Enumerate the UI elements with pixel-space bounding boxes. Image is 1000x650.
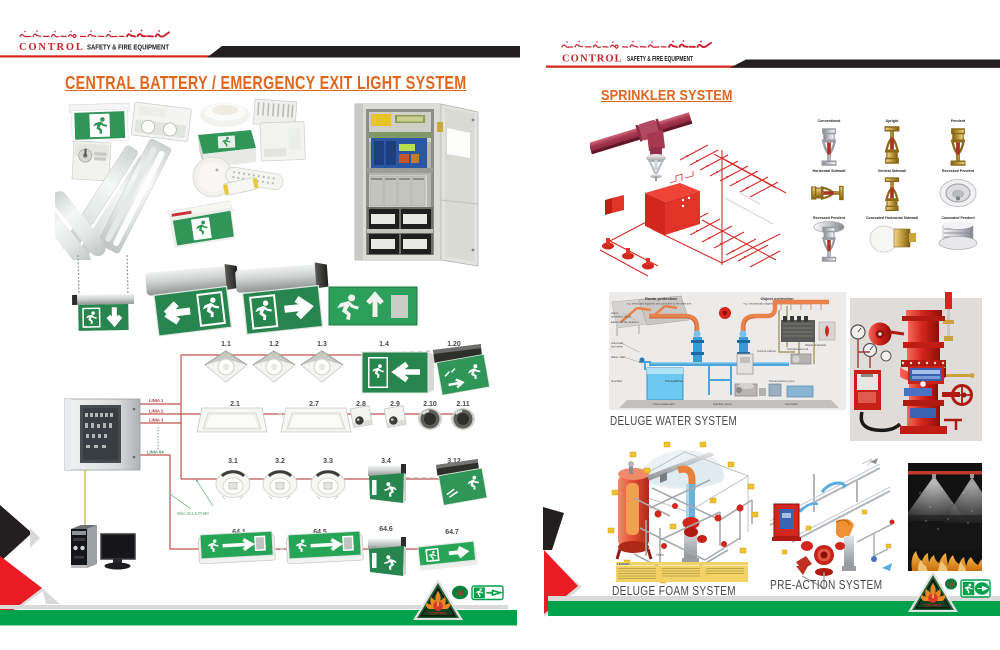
svg-text:Conventional: Conventional	[818, 119, 841, 123]
svg-text:Electronic fire detector: Electronic fire detector	[611, 320, 639, 324]
svg-text:Upright: Upright	[886, 119, 900, 123]
svg-text:Pendent: Pendent	[951, 119, 966, 123]
svg-text:2.10: 2.10	[423, 401, 437, 408]
svg-text:LINIA 1: LINIA 1	[149, 398, 164, 403]
svg-text:3.4: 3.4	[381, 458, 391, 465]
svg-text:Recessed Pendent: Recessed Pendent	[813, 216, 846, 220]
svg-text:Object protection: Object protection	[760, 296, 794, 301]
svg-text:Room protection: Room protection	[645, 296, 678, 301]
svg-text:Overflow: Overflow	[611, 379, 623, 383]
svg-text:CONTROL: CONTROL	[19, 42, 85, 53]
svg-text:Pressurization pump: Pressurization pump	[769, 379, 795, 383]
svg-text:1.2: 1.2	[269, 341, 279, 348]
svg-text:1.1: 1.1	[221, 341, 231, 348]
svg-text:64.5: 64.5	[313, 529, 327, 536]
svg-text:2.11: 2.11	[456, 401, 469, 408]
svg-text:1.4: 1.4	[379, 341, 389, 348]
svg-text:19: 19	[947, 582, 955, 589]
svg-text:LINIA 2: LINIA 2	[149, 409, 164, 414]
svg-text:3.1: 3.1	[228, 458, 238, 465]
svg-text:fuel valve: fuel valve	[611, 345, 623, 349]
svg-text:Compressed unit: Compressed unit	[787, 347, 808, 351]
svg-text:3.12: 3.12	[447, 458, 461, 465]
svg-text:CONTROL: CONTROL	[428, 612, 448, 616]
svg-text:LEGEND: LEGEND	[617, 562, 630, 566]
svg-text:1.20: 1.20	[447, 341, 461, 348]
svg-text:Wire 3x1.5 PH90: Wire 3x1.5 PH90	[177, 511, 209, 516]
svg-text:Control cabinet: Control cabinet	[757, 349, 776, 353]
svg-text:Automatic: Automatic	[611, 341, 624, 345]
svg-text:Sprinkler pump: Sprinkler pump	[713, 402, 732, 406]
svg-text:2.7: 2.7	[309, 401, 319, 408]
svg-text:2.8: 2.8	[356, 401, 366, 408]
svg-text:Feed tank: Feed tank	[785, 402, 798, 406]
svg-text:Horizontal Sidewall: Horizontal Sidewall	[813, 169, 846, 173]
svg-text:64.7: 64.7	[445, 529, 459, 536]
svg-text:16: 16	[456, 588, 464, 597]
svg-text:Recessed Pendent: Recessed Pendent	[942, 169, 975, 173]
svg-text:Object protection: Object protection	[805, 343, 827, 347]
svg-text:Intermediate tank: Intermediate tank	[653, 402, 675, 406]
svg-text:SAFETY & FIRE EQUIPMENT: SAFETY & FIRE EQUIPMENT	[87, 43, 169, 52]
svg-text:Concealed Horizontal Sidewall: Concealed Horizontal Sidewall	[866, 216, 918, 220]
svg-text:2.9: 2.9	[390, 401, 400, 408]
svg-text:Priming/fill line: Priming/fill line	[665, 379, 683, 383]
svg-text:3.3: 3.3	[323, 458, 333, 465]
svg-text:protection mode: protection mode	[611, 315, 632, 319]
svg-text:LINIA 64: LINIA 64	[147, 450, 164, 455]
svg-text:1.3: 1.3	[317, 341, 327, 348]
svg-text:Concealed Pendent: Concealed Pendent	[941, 216, 975, 220]
svg-text:Drain: Drain	[656, 553, 664, 557]
svg-text:Water main: Water main	[611, 355, 626, 359]
svg-text:3.2: 3.2	[275, 458, 285, 465]
svg-text:2.1: 2.1	[230, 401, 240, 408]
svg-text:Vertical Sidewall: Vertical Sidewall	[878, 169, 906, 173]
svg-text:Alarm: Alarm	[611, 311, 619, 315]
svg-text:CONTROL: CONTROL	[562, 54, 623, 65]
svg-text:SAFETY & FIRE EQUIPMENT: SAFETY & FIRE EQUIPMENT	[627, 54, 693, 63]
svg-text:64.6: 64.6	[379, 526, 393, 533]
svg-text:LINIA 3: LINIA 3	[149, 418, 164, 423]
svg-text:e.g. electrically triggered an: e.g. electrically triggered and controll…	[627, 302, 692, 306]
